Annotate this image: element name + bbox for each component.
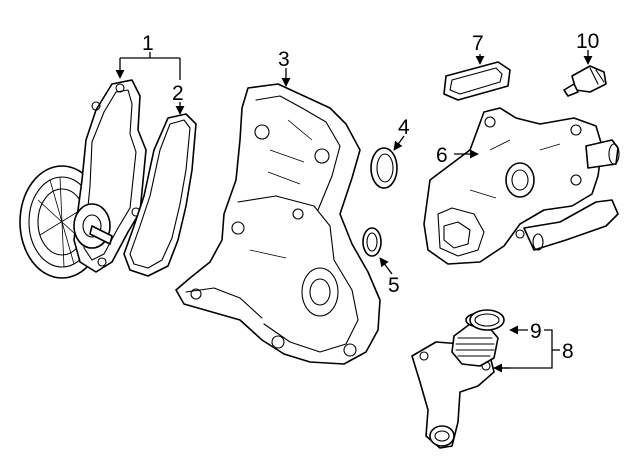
callout-6: 6 bbox=[436, 144, 448, 167]
callout-4: 4 bbox=[398, 116, 410, 139]
callout-2: 2 bbox=[172, 82, 184, 105]
callout-7: 7 bbox=[472, 32, 484, 55]
callout-3: 3 bbox=[278, 48, 290, 71]
water-pump-part[interactable] bbox=[19, 79, 147, 279]
pump-housing-part[interactable] bbox=[175, 83, 381, 365]
callout-8: 8 bbox=[562, 340, 574, 363]
thermostat-part[interactable] bbox=[451, 309, 505, 367]
o-ring-small-part[interactable] bbox=[362, 227, 382, 257]
leader-lines bbox=[115, 50, 593, 373]
temperature-sensor-part[interactable] bbox=[563, 65, 607, 97]
callout-10: 10 bbox=[576, 30, 599, 53]
housing-gasket-part[interactable] bbox=[443, 61, 511, 101]
thermostat-housing-part[interactable] bbox=[423, 107, 620, 265]
pump-gasket-part[interactable] bbox=[123, 113, 197, 277]
callout-9: 9 bbox=[530, 320, 542, 343]
callout-labels: 1 2 3 4 5 6 7 8 9 10 bbox=[142, 30, 599, 363]
callout-1: 1 bbox=[142, 32, 154, 55]
callout-5: 5 bbox=[388, 274, 400, 297]
o-ring-large-part[interactable] bbox=[370, 147, 398, 189]
